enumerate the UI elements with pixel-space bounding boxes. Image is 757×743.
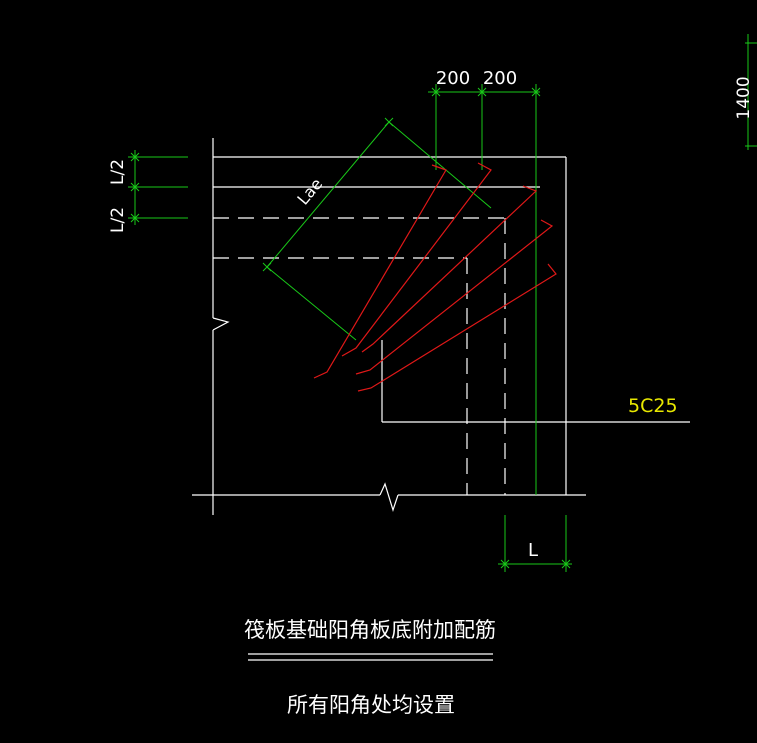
rebar-3	[361, 185, 538, 353]
dashed-lines	[213, 217, 506, 495]
anchorage-ext-1	[388, 121, 492, 209]
left-ticks	[130, 152, 140, 223]
slab-outline	[192, 138, 690, 515]
dim-anchorage: Lae	[293, 174, 326, 208]
top-ticks	[431, 87, 541, 97]
bottom-ticks	[500, 559, 571, 569]
rebar-4	[355, 219, 554, 375]
dim-top-left: 200	[436, 68, 470, 89]
rebar-5	[357, 263, 557, 392]
anchorage-dim-line	[266, 121, 390, 268]
drawing-subtitle: 所有阳角处均设置	[287, 693, 455, 717]
dim-top-right: 200	[483, 68, 517, 89]
dimension-lines	[128, 34, 757, 572]
rebar-label: 5C25	[628, 395, 678, 417]
anchorage-ext-2	[266, 266, 357, 341]
break-symbol-left	[212, 317, 230, 331]
dim-right-vertical: 1400	[734, 76, 754, 119]
dim-bottom: L	[528, 540, 538, 561]
additional-rebar	[313, 162, 557, 392]
dim-left-lower: L/2	[108, 207, 128, 233]
drawing-title: 筏板基础阳角板底附加配筋	[244, 618, 496, 642]
dim-left-upper: L/2	[108, 159, 128, 185]
rebar-2	[341, 162, 492, 357]
title-underline	[248, 653, 493, 661]
rebar-1	[313, 164, 447, 379]
break-symbol-bottom	[379, 482, 399, 512]
anchorage-ticks	[262, 117, 394, 272]
